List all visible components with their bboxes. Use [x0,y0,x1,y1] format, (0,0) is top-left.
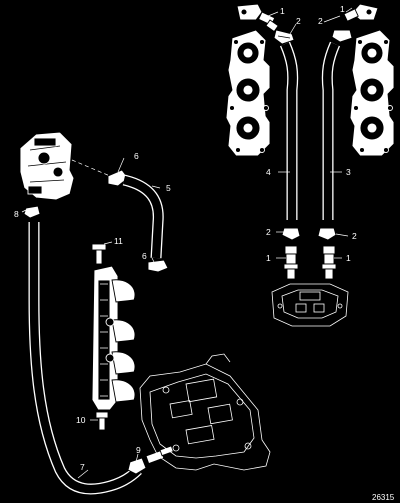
fitting-top-left [236,3,279,33]
callout-7: 7 [80,462,85,472]
clamp-mid-right [317,227,337,241]
callout-5: 5 [166,183,171,193]
callout-1-mid-left: 1 [266,253,271,263]
clamp-mid-left [281,227,301,241]
clamp-top-left [273,29,295,45]
water-pump-assembly [19,131,111,201]
callout-2-top-right: 2 [318,16,323,26]
figure-number: 26315 [372,493,395,502]
callout-2-top-left: 2 [296,16,301,26]
callout-6-bottom: 6 [142,251,147,261]
callout-2-mid-right: 2 [352,231,357,241]
hose-3 [321,41,341,220]
bolt-10 [95,411,109,431]
callout-8: 8 [14,209,19,219]
fitting-mid-right [321,245,337,280]
engine-block [139,353,271,471]
callout-4: 4 [266,167,271,177]
fitting-mid-left [283,245,299,280]
hose-7 [28,222,142,495]
callout-1-top-left: 1 [280,6,285,16]
clamp-6-bottom [147,259,169,273]
fitting-9 [145,445,174,465]
clamp-top-right [331,29,353,43]
callout-10: 10 [76,415,86,425]
hose-4 [279,41,299,220]
callout-9: 9 [136,445,141,455]
callout-3: 3 [346,167,351,177]
clamp-9 [127,457,147,475]
cylinder-head-right [349,29,395,157]
callout-1-top-right: 1 [340,4,345,14]
cylinder-head-left [225,29,271,157]
rail-assembly [91,265,136,411]
thermostat-housing [271,283,349,327]
callout-6-top: 6 [134,151,139,161]
clamp-8 [23,205,41,219]
clamp-6-top [107,169,129,187]
callout-11: 11 [114,236,123,246]
fitting-top-right [343,3,379,22]
callout-2-mid-left: 2 [266,227,271,237]
leader-lines [21,7,353,479]
hose-5 [122,174,164,259]
fitting-11 [91,243,107,265]
callout-1-mid-right: 1 [346,253,351,263]
